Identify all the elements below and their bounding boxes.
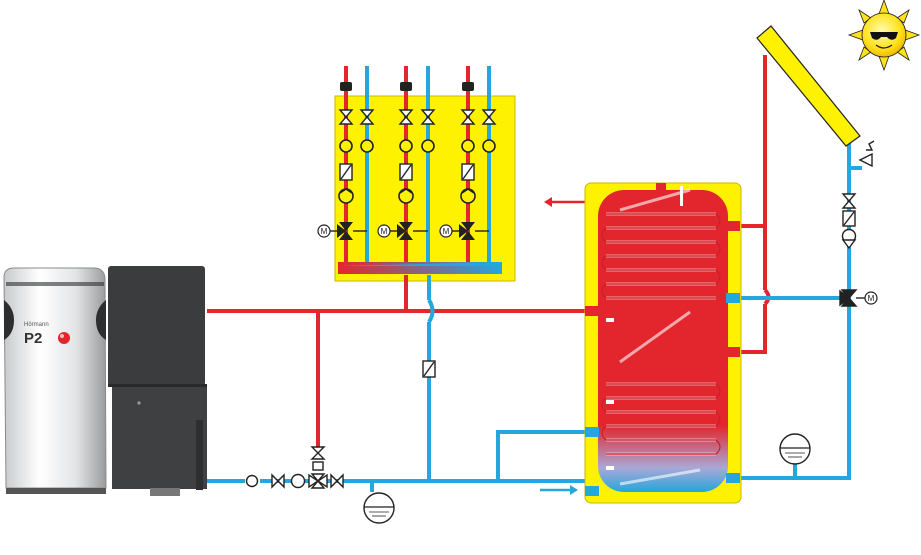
check-valve-icon	[422, 360, 436, 378]
motor-label: M	[868, 294, 875, 303]
lower-heat-exchanger-coil	[601, 383, 721, 455]
circulation-pump-icons	[338, 188, 476, 204]
expansion-vessel-icon	[779, 433, 811, 465]
motor-label: M	[381, 227, 388, 236]
motor-valve-icon: M	[377, 222, 428, 240]
cold-water-inlet-arrow-icon	[540, 485, 578, 495]
motor-valve-icon: M	[439, 222, 489, 240]
solar-collector-icon	[756, 25, 861, 147]
shutoff-valve-icon	[841, 193, 857, 209]
shutoff-valve-icon	[271, 473, 285, 489]
thermometer-icons	[340, 82, 474, 91]
gauge-icons	[339, 139, 496, 153]
motor-mixing-valve-icons: M M M	[317, 222, 489, 240]
motor-label: M	[321, 227, 328, 236]
motor-valve-icon	[839, 289, 858, 307]
thermometer-icon	[245, 474, 259, 488]
shutoff-valve-icons	[338, 109, 497, 125]
sun-with-sunglasses-icon	[847, 0, 921, 72]
check-valve-icons	[339, 163, 475, 181]
motor-valve-icon: M	[317, 222, 367, 240]
solar-station: M	[839, 140, 878, 307]
circulation-pump-icon	[290, 473, 306, 489]
boiler-return-group	[245, 446, 344, 489]
shutoff-valve-icon	[310, 446, 326, 460]
boiler-brand-small: Hörmann	[24, 322, 49, 328]
pellet-boiler-icon: Hörmann P2	[3, 266, 207, 496]
hot-water-tank-icon	[584, 182, 742, 504]
boiler-brand-logo: P2	[24, 330, 42, 347]
hot-water-outlet-arrow-icon	[544, 197, 588, 207]
shutoff-valve-icon	[330, 473, 344, 489]
motor-label: M	[443, 227, 450, 236]
heating-circuits-panel: M M M	[317, 66, 516, 282]
safety-valve-icon	[858, 152, 873, 168]
expansion-vessel-icon	[363, 492, 395, 524]
